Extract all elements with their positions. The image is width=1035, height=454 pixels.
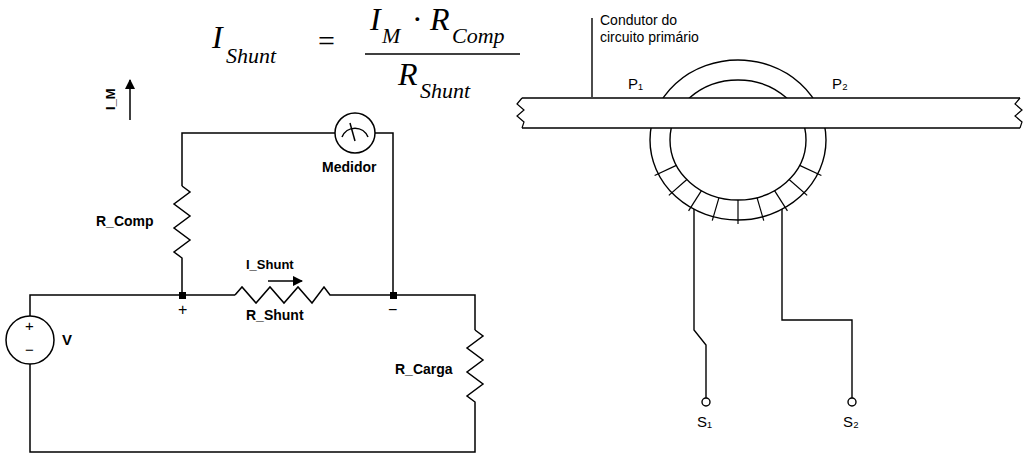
formula-symbol: I — [212, 20, 223, 55]
formula-subscript: Comp — [452, 24, 505, 48]
coil-turn — [669, 180, 687, 196]
source-label: V — [62, 332, 72, 349]
meter-pointer — [350, 123, 355, 141]
current-arrow — [268, 280, 302, 282]
meter-scale — [342, 128, 368, 137]
terminal — [702, 398, 710, 406]
coil-turn — [800, 165, 822, 175]
coil-turn — [757, 198, 764, 221]
formula-subscript: Shunt — [420, 79, 470, 103]
polarity-mark: − — [25, 342, 34, 359]
fraction-bar — [365, 53, 520, 55]
terminal — [848, 398, 856, 406]
secondary-lead — [694, 209, 706, 398]
resistor-symbol — [235, 287, 475, 330]
core-outer — [650, 60, 826, 220]
wire — [30, 295, 235, 316]
current-label: I_M — [104, 88, 118, 110]
terminal-label: P₂ — [832, 76, 848, 93]
secondary-lead — [782, 209, 852, 398]
terminal-label: P₁ — [628, 76, 643, 93]
formula-operator: = — [318, 24, 335, 57]
formula-subscript: M — [382, 24, 400, 48]
terminal-label: S₂ — [843, 414, 859, 431]
current-arrow — [129, 80, 131, 120]
terminal-label: S₁ — [697, 414, 712, 431]
junction-dot — [179, 292, 186, 299]
coil-turn — [789, 180, 807, 196]
coil-turn — [712, 198, 719, 221]
coil-windings — [655, 165, 822, 224]
wire — [182, 133, 335, 186]
primary-conductor — [517, 98, 1022, 128]
current-label: I_Shunt — [246, 258, 294, 272]
formula-subscript: Shunt — [226, 44, 276, 68]
coil-turn — [689, 191, 702, 211]
polarity-mark: + — [25, 318, 34, 335]
formula-symbol: I — [370, 2, 381, 37]
meter-label: Medidor — [322, 160, 376, 175]
polarity-mark: + — [178, 301, 187, 319]
junction-dot — [390, 292, 397, 299]
formula-operator: · — [412, 2, 423, 37]
resistor-symbol — [174, 186, 190, 295]
polarity-mark: − — [388, 301, 397, 319]
wire — [375, 133, 393, 295]
resistor-symbol — [30, 330, 483, 452]
resistor-label: R_Shunt — [246, 308, 304, 323]
coil-turn — [737, 200, 738, 224]
resistor-label: R_Carga — [395, 362, 453, 377]
leader-line — [591, 18, 592, 97]
formula-symbol: R — [430, 2, 450, 37]
coil-turn — [775, 191, 788, 211]
meter-symbol — [335, 113, 375, 153]
formula-symbol: R — [398, 57, 418, 92]
voltage-source — [6, 316, 54, 364]
callout-label: Condutor do circuito primário — [600, 12, 720, 46]
coil-turn — [655, 165, 677, 175]
resistor-label: R_Comp — [96, 214, 154, 229]
